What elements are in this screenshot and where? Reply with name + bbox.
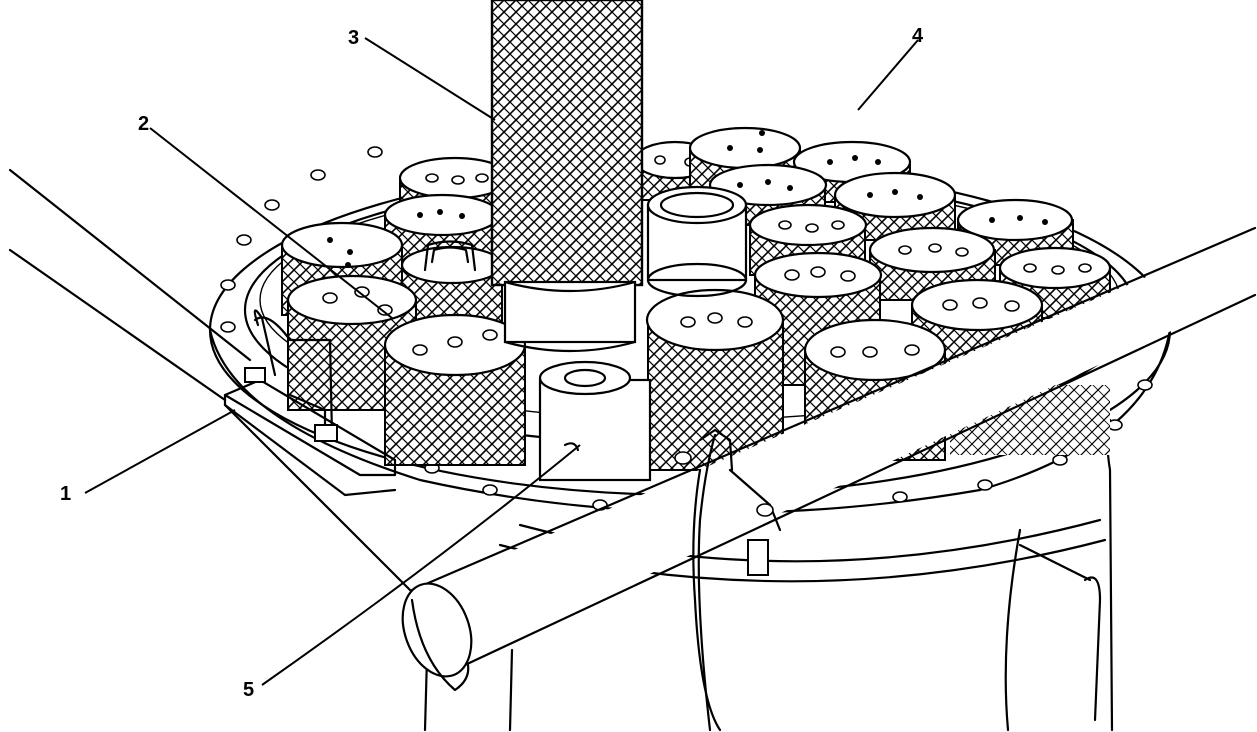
leader-4 [857,39,919,111]
center-mesh-tube [490,0,644,353]
leader-1 [84,409,236,494]
flange-clamp-handle [223,309,397,497]
filter-cartridge [383,193,501,266]
callout-labels: 1 2 3 4 5 [60,25,924,701]
open-cartridge-tube [646,185,748,298]
filter-cartridges [280,126,1112,471]
callout-3: 3 [348,27,359,49]
front-pipe [401,226,1257,692]
pipe-clamp [674,428,782,732]
leader-2 [149,127,393,319]
callout-4: 4 [912,25,924,47]
callout-2: 2 [138,113,149,135]
filter-cartridge [383,313,527,466]
callout-1: 1 [60,483,71,505]
center-standpipe [538,360,652,482]
callout-leaders [84,37,919,686]
leader-5 [261,444,581,686]
left-guide-lines [8,168,412,592]
flange-bolt-holes [220,146,1153,511]
callout-5: 5 [243,679,254,701]
leader-3 [364,37,496,121]
